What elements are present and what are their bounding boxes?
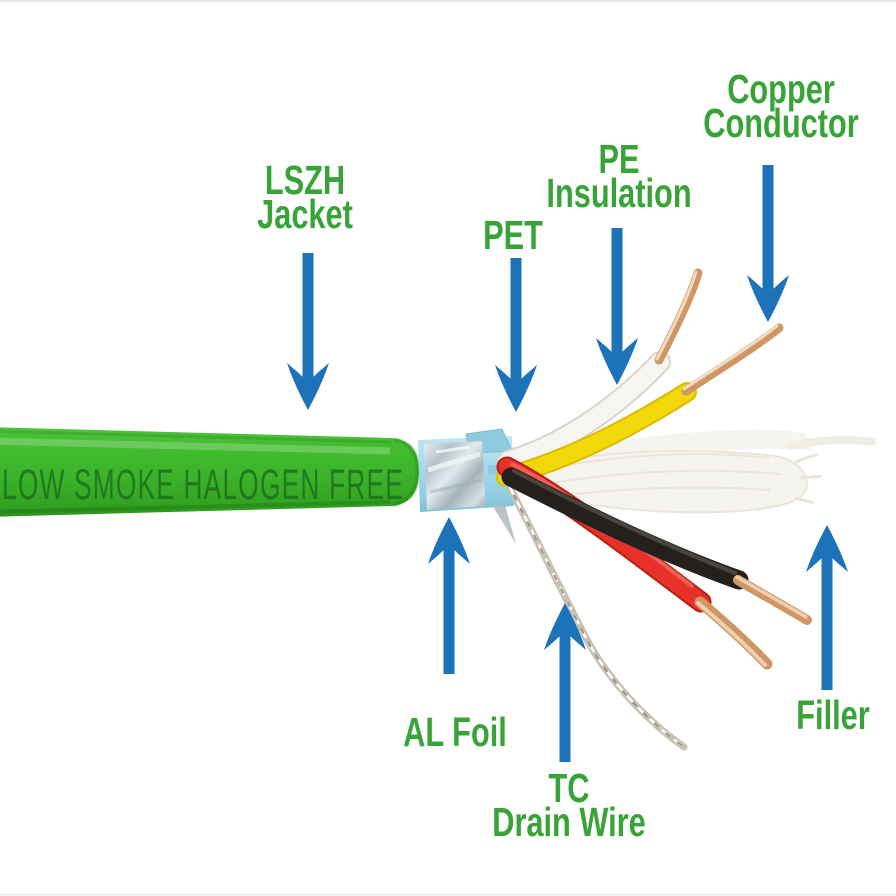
arrow-down-icon-copper-conductor xyxy=(747,165,789,322)
white-insulated-wire xyxy=(497,268,703,472)
arrow-up-icon-filler xyxy=(806,525,848,690)
label-filler: Filler xyxy=(784,692,882,738)
callout-arrows xyxy=(287,165,848,762)
label-pet: PET xyxy=(473,212,553,258)
top-edge-line xyxy=(0,0,896,2)
cable-jacket: LOW SMOKE HALOGEN FREE xyxy=(0,427,421,517)
label-filler-line1: Filler xyxy=(796,692,870,738)
black-insulated-wire xyxy=(501,467,812,625)
copper-conductor-tip-white xyxy=(654,268,703,365)
label-copper-conductor: Copper Conductor xyxy=(677,66,884,146)
label-lszh-jacket-line2: Jacket xyxy=(257,191,353,237)
bottom-edge-line xyxy=(0,893,896,896)
label-pe-insulation: PE Insulation xyxy=(522,136,716,216)
label-pe-insulation-line2: Insulation xyxy=(546,170,692,216)
copper-conductor-tip-black xyxy=(733,575,812,625)
copper-conductor-tip-yellow xyxy=(681,323,784,396)
label-lszh-jacket: LSZH Jacket xyxy=(241,157,369,237)
al-foil-wrap xyxy=(424,441,516,544)
arrow-down-icon-pet xyxy=(495,258,537,412)
label-al-foil-line1: AL Foil xyxy=(403,709,507,755)
arrow-up-icon-al-foil xyxy=(428,517,470,674)
label-lszh-jacket-line1: LSZH xyxy=(264,157,346,203)
label-tc-drain-wire: TC Drain Wire xyxy=(467,765,672,845)
label-al-foil: AL Foil xyxy=(386,709,524,755)
label-pet-line1: PET xyxy=(483,212,543,258)
label-copper-conductor-line1: Copper xyxy=(727,66,835,112)
jacket-print-text: LOW SMOKE HALOGEN FREE xyxy=(2,461,404,509)
label-tc-drain-wire-line2: Drain Wire xyxy=(492,799,646,845)
label-pe-insulation-line1: PE xyxy=(598,136,640,182)
foil-shred xyxy=(492,505,516,544)
label-tc-drain-wire-line1: TC xyxy=(548,765,590,811)
label-copper-conductor-line2: Conductor xyxy=(703,100,859,146)
arrow-down-icon-lszh-jacket xyxy=(287,253,329,410)
copper-conductor-tip-red xyxy=(694,596,773,670)
tc-drain-wire xyxy=(499,470,688,751)
arrow-down-icon-pe-insulation xyxy=(596,228,638,385)
arrow-up-icon-tc-drain-wire xyxy=(544,603,586,762)
